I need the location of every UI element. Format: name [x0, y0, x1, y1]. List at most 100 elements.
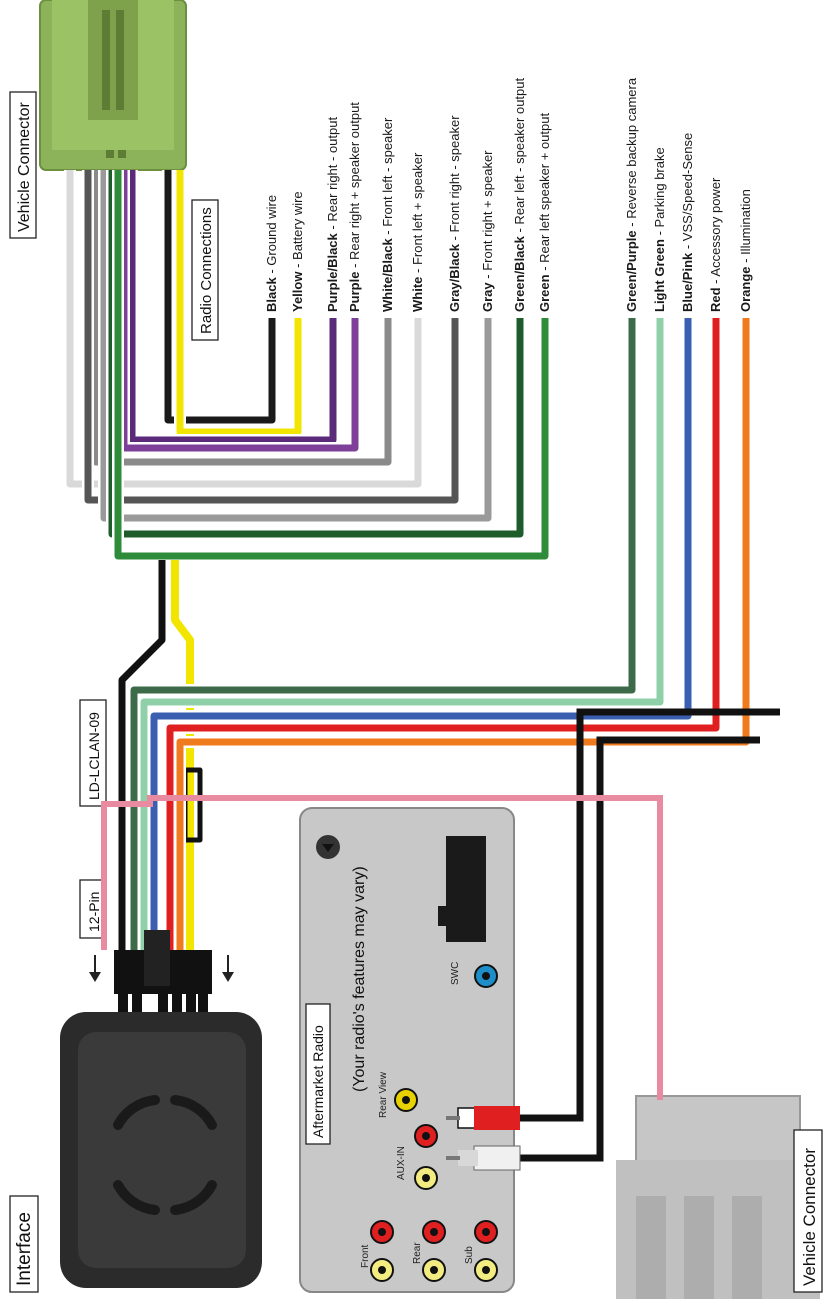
- aftermarket-radio-title: Aftermarket Radio: [310, 1025, 326, 1138]
- radio-wire-label: Black - Ground wire: [264, 195, 279, 312]
- wire-description: - Illumination: [738, 189, 753, 266]
- wire-description: - VSS/Speed-Sense: [680, 133, 695, 253]
- wire-green-purple: [130, 318, 636, 950]
- wire-color-name: Light Green: [652, 239, 667, 312]
- rca-jack: [370, 1220, 394, 1244]
- radio-wire-label: Green/Black - Rear left - speaker output: [512, 77, 527, 312]
- wire-color-name: Purple: [347, 272, 362, 312]
- wire-color-name: Green/Purple: [624, 230, 639, 312]
- wire-description: - Rear right + speaker output: [347, 102, 362, 272]
- wire-yellow: [176, 170, 302, 436]
- wire-description: - Front right - speaker: [447, 115, 462, 244]
- radio-wire-label: Gray - Front right + speaker: [480, 150, 495, 312]
- wire-description: - Rear left speaker + output: [537, 113, 552, 275]
- wire-red: [166, 318, 720, 950]
- interface-text: Interface: [14, 1212, 35, 1286]
- aux-in-label: AUX-IN: [396, 1146, 407, 1180]
- wire-description: - Rear left - speaker output: [512, 77, 527, 236]
- wire-outline: [118, 170, 361, 454]
- vehicle-connector-bottom-text: Vehicle Connector: [800, 1148, 819, 1286]
- wire-color-name: Red: [708, 287, 723, 312]
- wire-description: - Front left - speaker: [380, 117, 395, 238]
- rca-jack: [370, 1258, 394, 1282]
- vehicle-connector-top-text: Vehicle Connector: [16, 101, 33, 232]
- wire-color-name: Green: [537, 274, 552, 312]
- interface-wire-label: Red - Accessory power: [708, 177, 723, 312]
- wire-black-trunk: [118, 560, 166, 952]
- radio-connections-tag: Radio Connections: [191, 199, 219, 341]
- interface-module: [60, 1012, 262, 1288]
- arrow-down-icon: [222, 955, 234, 982]
- radio-wire-label: White/Black - Front left - speaker: [380, 117, 395, 312]
- wire-gray: [100, 170, 492, 522]
- radio-wire-label: Green - Rear left speaker + output: [537, 113, 552, 312]
- radio-connections-text: Radio Connections: [198, 207, 215, 334]
- wire-color-name: White: [410, 277, 425, 312]
- wire-description: - Front right + speaker: [480, 150, 495, 283]
- rear-view-label: Rear View: [378, 1071, 389, 1118]
- radio-wire-label: Purple - Rear right + speaker output: [347, 102, 362, 312]
- wire-purple-black: [128, 170, 337, 444]
- twelve-pin-text: 12-Pin: [86, 892, 102, 932]
- wire-color-name: Purple/Black: [325, 232, 340, 312]
- front-label: Front: [360, 1244, 371, 1268]
- part-number-tag: LD-LCLAN-09: [79, 699, 107, 807]
- radio-wire-label: Yellow - Battery wire: [290, 191, 305, 312]
- rca-jack: [394, 1088, 418, 1112]
- wire-blue-pink: [150, 318, 692, 950]
- interface-wire-label: Blue/Pink - VSS/Speed-Sense: [680, 133, 695, 312]
- interface-wire-label: Green/Purple - Reverse backup camera: [624, 77, 639, 312]
- wire-harness: [64, 170, 752, 952]
- wire-white-black: [92, 170, 392, 466]
- rca-jack: [474, 1258, 498, 1282]
- vehicle-connector-top: [39, 0, 187, 171]
- wire-color-name: Blue/Pink: [680, 252, 695, 312]
- rca-jack: [474, 1220, 498, 1244]
- wire-color-name: Green/Black: [512, 235, 527, 312]
- sub-label: Sub: [464, 1246, 475, 1264]
- rca-jack: [414, 1124, 438, 1148]
- wire-green: [114, 170, 549, 560]
- vehicle-connector-bottom: [616, 1095, 820, 1299]
- swc-label: SWC: [450, 962, 461, 985]
- rear-label: Rear: [412, 1242, 423, 1264]
- wire-description: - Parking brake: [652, 147, 667, 239]
- wire-light-green: [140, 318, 664, 950]
- wire-orange: [176, 318, 750, 950]
- radio-wire-label: White - Front left + speaker: [410, 152, 425, 312]
- interface-wire-label: Orange - Illumination: [738, 189, 753, 312]
- wire-color-name: Orange: [738, 266, 753, 312]
- aftermarket-radio: SWC Rear View AUX-IN Front Rear Sub Afte…: [299, 807, 515, 1293]
- interface-wire-label: Light Green - Parking brake: [652, 147, 667, 312]
- wire-description: - Ground wire: [264, 195, 279, 277]
- features-vary-note: (Your radio's features may vary): [351, 866, 368, 1092]
- wire-black: [164, 170, 276, 424]
- part-number-text: LD-LCLAN-09: [86, 712, 102, 800]
- vehicle-connector-bottom-tag: Vehicle Connector: [793, 1129, 823, 1293]
- wire-color-name: Yellow: [290, 271, 305, 312]
- wire-purple: [120, 170, 359, 452]
- radio-wire-label: Purple/Black - Rear right - output: [325, 117, 340, 312]
- rca-jack: [414, 1166, 438, 1190]
- radio-wire-label: Gray/Black - Front right - speaker: [447, 115, 462, 312]
- wire-gray-black: [84, 170, 459, 504]
- twelve-pin-plug: [114, 930, 212, 1012]
- pink-wire: [101, 795, 663, 1100]
- rca-jack: [474, 964, 498, 988]
- wire-description: - Accessory power: [708, 177, 723, 287]
- wire-color-name: Gray: [480, 282, 495, 312]
- wire-description: - Front left + speaker: [410, 152, 425, 277]
- arrow-down-icon: [89, 955, 101, 982]
- interface-tag: Interface: [9, 1195, 39, 1293]
- rca-cables: [446, 708, 780, 1171]
- wire-color-name: Gray/Black: [447, 243, 462, 312]
- wire-color-name: Black: [264, 277, 279, 312]
- vehicle-connector-top-tag: Vehicle Connector: [9, 91, 37, 239]
- wire-description: - Battery wire: [290, 191, 305, 271]
- wire-color-name: White/Black: [380, 238, 395, 312]
- wire-white: [66, 170, 422, 488]
- wire-description: - Rear right - output: [325, 117, 340, 234]
- rca-jack: [422, 1220, 446, 1244]
